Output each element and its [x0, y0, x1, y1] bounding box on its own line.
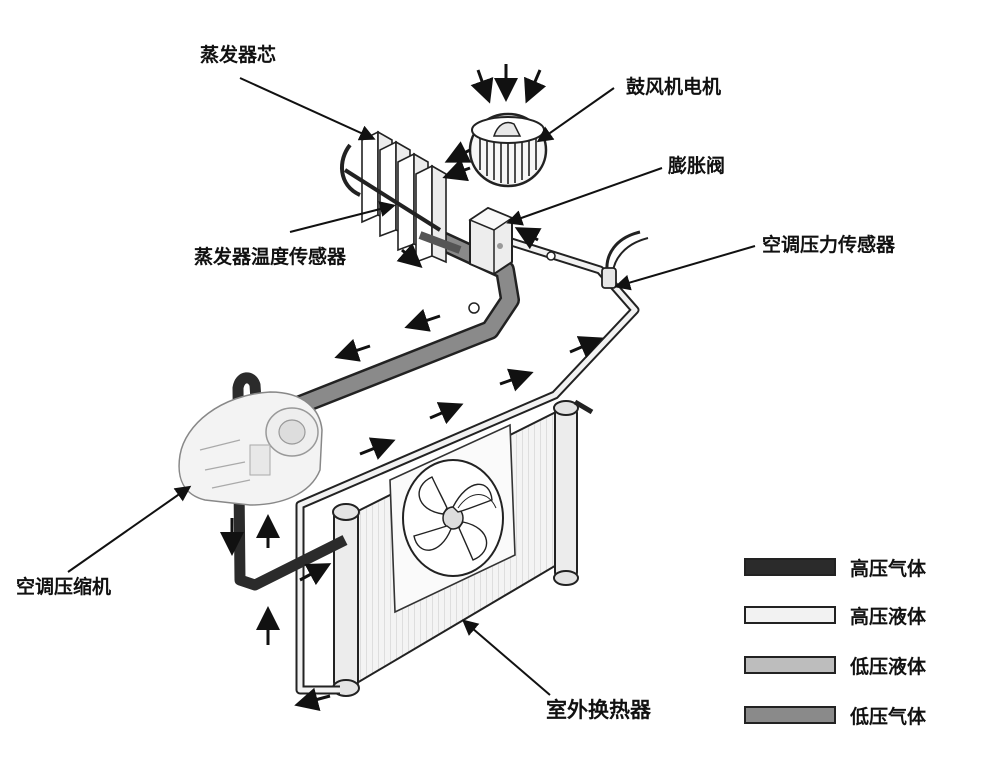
legend-item-low-pressure-gas: 低压气体: [744, 700, 926, 730]
label-pressure-sensor: 空调压力传感器: [762, 234, 896, 256]
evaporator-core: [339, 130, 462, 264]
leader-lines: [67, 77, 756, 696]
legend-swatch: [744, 706, 836, 724]
legend-item-high-pressure-liquid: 高压液体: [744, 600, 926, 630]
expansion-valve: [468, 206, 514, 276]
legend-item-high-pressure-gas: 高压气体: [744, 552, 926, 582]
label-evaporator-temp-sensor: 蒸发器温度传感器: [194, 246, 347, 268]
high-pressure-gas-line: [232, 372, 348, 591]
label-blower-motor: 鼓风机电机: [626, 76, 722, 98]
legend-swatch: [744, 558, 836, 576]
legend-swatch: [744, 656, 836, 674]
label-evaporator-core: 蒸发器芯: [200, 44, 277, 66]
pressure-sensor: [468, 230, 649, 314]
flow-arrows: [220, 64, 604, 711]
label-compressor: 空调压缩机: [16, 576, 112, 598]
compressor: [178, 391, 323, 506]
outdoor-heat-exchanger: [332, 400, 579, 697]
label-outdoor-heat-exchanger: 室外换热器: [546, 698, 651, 722]
legend-label: 高压液体: [850, 605, 927, 628]
legend-label: 低压液体: [850, 655, 927, 678]
legend-label: 低压气体: [850, 705, 927, 728]
blower-motor: [468, 112, 548, 188]
legend-swatch: [744, 606, 836, 624]
legend-item-low-pressure-liquid: 低压液体: [744, 650, 926, 680]
label-expansion-valve: 膨胀阀: [668, 155, 726, 177]
condenser-fan-icon: [402, 459, 504, 577]
legend-label: 高压气体: [850, 557, 927, 580]
